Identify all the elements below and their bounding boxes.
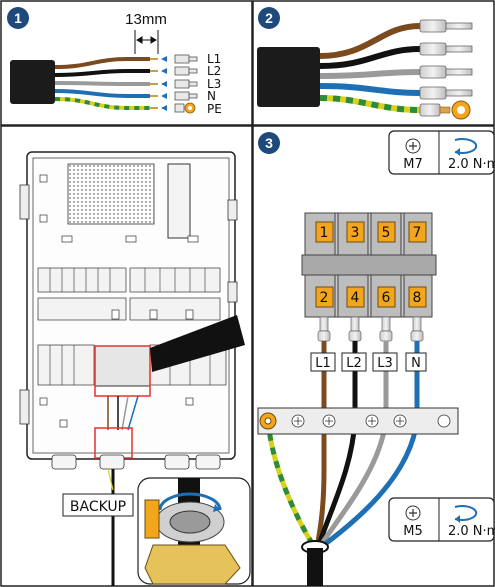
torque-value-bottom: 2.0 N·m bbox=[448, 524, 495, 539]
screw-size-top: M7 bbox=[403, 157, 423, 172]
vent-grille bbox=[67, 163, 155, 225]
terminal-2: 2 bbox=[320, 290, 329, 306]
backup-breaker bbox=[94, 345, 151, 387]
wire-label-l3: L3 bbox=[207, 77, 221, 91]
stripped-ends bbox=[150, 58, 158, 109]
insertion-arrows bbox=[161, 56, 167, 111]
svg-text:2: 2 bbox=[265, 10, 273, 26]
terminal-6: 6 bbox=[382, 290, 391, 306]
backup-cable bbox=[107, 468, 115, 586]
crimped-ferrules bbox=[419, 19, 473, 100]
cable-jacket-2 bbox=[257, 47, 320, 107]
wire-tag-l3: L3 bbox=[377, 356, 393, 371]
screw-icon bbox=[405, 505, 421, 521]
terminal-numbers-top: 1 3 5 7 bbox=[315, 221, 427, 243]
wire-tag-n: N bbox=[411, 356, 421, 371]
control-module bbox=[167, 163, 191, 239]
terminal-4: 4 bbox=[351, 290, 360, 306]
breaker-wires bbox=[107, 395, 139, 431]
wire-tag-l2: L2 bbox=[346, 356, 362, 371]
cable-jacket bbox=[10, 60, 55, 104]
panel-crimp-terminals: 2 bbox=[252, 0, 495, 126]
dimension-marker bbox=[134, 30, 159, 54]
backup-label-box bbox=[62, 493, 134, 517]
gland-detail-inset bbox=[137, 477, 251, 585]
zoom-callout bbox=[150, 315, 245, 372]
step-badge-2: 2 bbox=[258, 7, 280, 29]
torque-spec-bottom: M5 2.0 N·m bbox=[388, 497, 495, 542]
wire-label-l2: L2 bbox=[207, 64, 221, 78]
panel2-wires bbox=[319, 23, 421, 113]
panel-strip-length: 1 13mm bbox=[0, 0, 253, 126]
svg-text:1: 1 bbox=[14, 10, 22, 26]
wire-label-l1: L1 bbox=[207, 52, 221, 66]
screw-icon bbox=[405, 138, 421, 154]
terminal-5: 5 bbox=[382, 225, 391, 241]
panel-wiring-box: BACKUP bbox=[0, 125, 253, 587]
panel-terminal-wiring: 3 M7 2.0 N·m bbox=[252, 125, 495, 587]
ferrule-icons bbox=[174, 54, 198, 101]
step-badge-3: 3 bbox=[258, 132, 280, 154]
torque-icon bbox=[454, 138, 478, 154]
terminal-3: 3 bbox=[351, 225, 360, 241]
screw-size-bottom: M5 bbox=[403, 524, 423, 539]
wire-label-pe: PE bbox=[207, 102, 222, 116]
strip-dimension-label: 13mm bbox=[125, 11, 167, 28]
mini-terminal-marks bbox=[39, 174, 199, 428]
svg-text:3: 3 bbox=[265, 135, 273, 151]
torque-icon bbox=[454, 505, 478, 521]
torque-value-top: 2.0 N·m bbox=[448, 157, 495, 172]
wire-tag-l1: L1 bbox=[315, 356, 331, 371]
ring-lug-icon bbox=[174, 102, 196, 114]
terminal-8: 8 bbox=[413, 290, 422, 306]
wire-label-n: N bbox=[207, 89, 216, 103]
terminal-numbers-bottom: 2 4 6 8 bbox=[315, 286, 427, 308]
highlight-backup-breaker bbox=[94, 345, 151, 397]
terminal-7: 7 bbox=[413, 225, 422, 241]
wire-labels: L1 L2 L3 N bbox=[310, 352, 427, 372]
wire-ferrules bbox=[317, 316, 424, 342]
cable-bundle bbox=[301, 540, 329, 586]
panel1-wires bbox=[54, 57, 150, 110]
ring-terminal-icon bbox=[419, 100, 471, 120]
step-badge-1: 1 bbox=[7, 7, 29, 29]
backup-label: BACKUP bbox=[70, 499, 126, 515]
terminal-1: 1 bbox=[320, 225, 329, 241]
ground-bar bbox=[257, 407, 459, 435]
torque-spec-top: M7 2.0 N·m bbox=[388, 130, 495, 175]
